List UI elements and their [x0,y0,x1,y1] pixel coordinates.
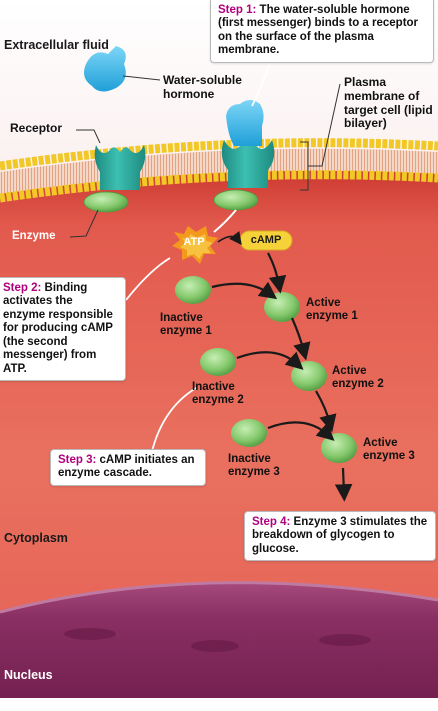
nucleus-shape [0,581,438,700]
label-leaders [69,75,341,238]
step-2-text: Binding activates the enzyme responsible… [3,282,113,375]
inactive-enzyme-1-label: Inactive enzyme 1 [160,312,212,338]
step-4-tag: Step 4: [252,516,291,528]
step-3-tag: Step 3: [58,454,97,466]
step-4-text: Enzyme 3 stimulates the breakdown of gly… [252,516,428,555]
cascade-arrows [211,252,353,502]
step-1-callout: Step 1: The water-soluble hormone (first… [210,0,434,63]
camp-label: cAMP [250,234,282,246]
atp-label: ATP [183,236,205,248]
step-1-text: The water-soluble hormone (first messeng… [218,4,419,57]
step-2-tag: Step 2: [3,282,42,294]
inactive-enzyme-3-label: Inactive enzyme 3 [228,453,280,479]
receptor-empty [94,145,146,190]
enzyme-to-atp-link [213,209,237,233]
atp-to-camp-arrow [217,231,242,246]
membrane-enzyme-left [83,191,129,213]
inactive-enzyme-1 [175,276,211,304]
nucleus-label: Nucleus [4,668,53,682]
receptor-bound [221,140,275,188]
plasma-membrane-label: Plasma membrane of target cell (lipid bi… [344,75,433,131]
inactive-enzyme-3 [231,419,267,447]
step-3-text: cAMP initiates an enzyme cascade. [58,454,195,480]
water-soluble-hormone-label: Water-soluble hormone [163,73,242,101]
receptor-label: Receptor [10,121,63,135]
enzyme-label: Enzyme [12,230,56,242]
step-1-tag: Step 1: [218,4,257,16]
free-hormone [84,46,126,92]
atp-burst [172,226,218,264]
step-4-callout: Step 4: Enzyme 3 stimulates the breakdow… [244,511,436,562]
active-enzyme-1-label: Active enzyme 1 [306,297,358,323]
step-3-callout: Step 3: cAMP initiates an enzyme cascade… [50,449,206,486]
bound-hormone [226,100,264,146]
cytoplasm-label: Cytoplasm [4,531,68,545]
active-enzyme-2-label: Active enzyme 2 [332,365,384,391]
membrane-enzyme-right [213,189,259,211]
active-enzyme-2 [291,361,327,391]
inactive-enzyme-2-label: Inactive enzyme 2 [192,381,244,407]
extracellular-fluid-label: Extracellular fluid [4,38,109,52]
active-enzyme-1 [264,292,300,322]
active-enzyme-3 [321,433,357,463]
inactive-enzyme-2 [200,348,236,376]
active-enzyme-3-label: Active enzyme 3 [363,437,415,463]
step-2-callout: Step 2: Binding activates the enzyme res… [0,277,126,382]
